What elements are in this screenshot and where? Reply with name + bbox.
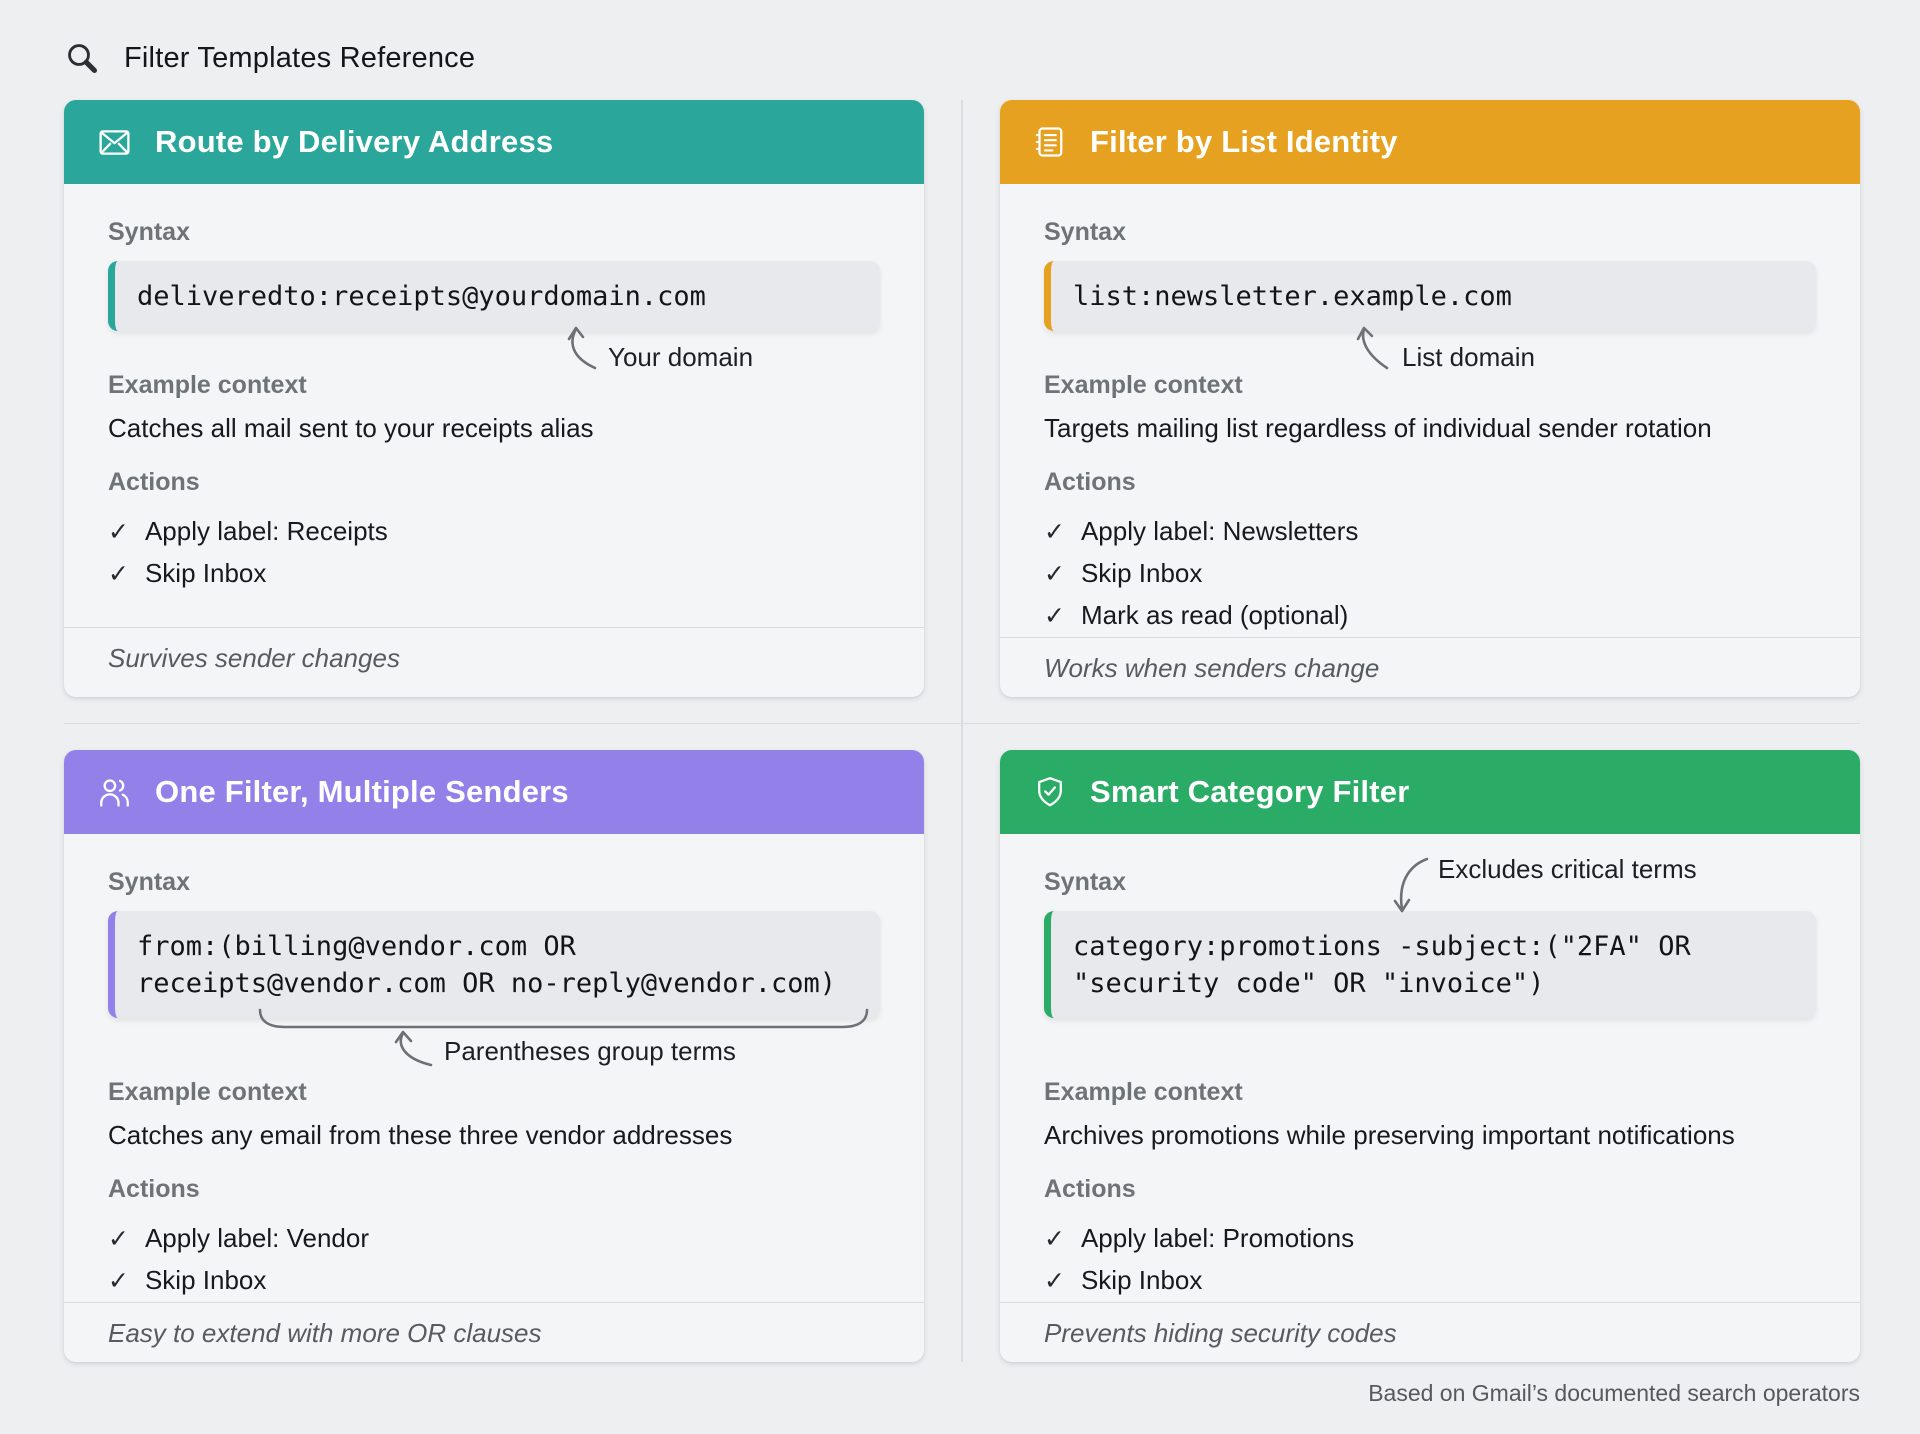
- card-title: One Filter, Multiple Senders: [155, 774, 569, 809]
- check-icon: ✓: [1044, 560, 1065, 588]
- action-item: ✓Apply label: Promotions: [1044, 1218, 1816, 1260]
- card-header: Smart Category Filter: [1000, 750, 1860, 834]
- action-item: ✓Skip Inbox: [108, 553, 880, 595]
- list-icon: [1035, 127, 1063, 157]
- card-smart-category-filter: Smart Category Filter Syntax category:pr…: [1000, 750, 1860, 1362]
- attribution-note: Based on Gmail’s documented search opera…: [1368, 1380, 1860, 1406]
- page-title-row: Filter Templates Reference: [64, 36, 1860, 80]
- action-item: ✓Apply label: Vendor: [108, 1218, 880, 1260]
- card-body: Syntax category:promotions -subject:("2F…: [1000, 834, 1860, 1302]
- card-footer-note: Survives sender changes: [64, 627, 924, 697]
- actions-label: Actions: [108, 468, 200, 496]
- card-header: One Filter, Multiple Senders: [64, 750, 924, 834]
- curved-arrow-icon: [1356, 326, 1389, 370]
- card-route-by-delivery-address: Route by Delivery Address Syntax deliver…: [64, 100, 924, 697]
- card-title: Filter by List Identity: [1090, 124, 1398, 159]
- syntax-label: Syntax: [1044, 868, 1126, 896]
- example-context-text: Catches any email from these three vendo…: [108, 1120, 733, 1150]
- check-icon: ✓: [108, 518, 129, 546]
- syntax-code: from:(billing@vendor.com OR receipts@ven…: [108, 911, 880, 1018]
- vertical-divider: [961, 100, 963, 1362]
- check-icon: ✓: [1044, 1267, 1065, 1295]
- action-item: ✓Apply label: Newsletters: [1044, 511, 1816, 553]
- actions-label: Actions: [1044, 468, 1136, 496]
- card-footer-note: Works when senders change: [1000, 637, 1860, 707]
- check-icon: ✓: [108, 560, 129, 588]
- actions-label: Actions: [1044, 1175, 1136, 1203]
- actions-list: ✓Apply label: Newsletters ✓Skip Inbox ✓M…: [1044, 511, 1816, 637]
- syntax-code: list:newsletter.example.com: [1044, 261, 1816, 331]
- group-bracket-arrow-icon: [258, 1008, 869, 1067]
- example-context-text: Targets mailing list regardless of indiv…: [1044, 413, 1712, 443]
- annotation-list-domain: List domain: [1356, 324, 1535, 372]
- check-icon: ✓: [1044, 1225, 1065, 1253]
- card-header: Filter by List Identity: [1000, 100, 1860, 184]
- annotation-your-domain: Your domain: [560, 324, 753, 372]
- action-item: ✓Skip Inbox: [1044, 553, 1816, 595]
- card-title: Smart Category Filter: [1090, 774, 1410, 809]
- card-body: Syntax list:newsletter.example.com Examp…: [1000, 184, 1860, 637]
- annotation-parentheses-group-terms: Parentheses group terms: [444, 1036, 736, 1066]
- annotation-excludes-critical-terms: Excludes critical terms: [1388, 854, 1697, 916]
- actions-list: ✓Apply label: Promotions ✓Skip Inbox: [1044, 1218, 1816, 1302]
- example-context-label: Example context: [108, 1078, 307, 1106]
- users-icon: [100, 778, 129, 807]
- curved-arrow-icon: [567, 326, 597, 370]
- syntax-code: deliveredto:receipts@yourdomain.com: [108, 261, 880, 331]
- example-context-label: Example context: [108, 371, 307, 399]
- horizontal-divider: [64, 723, 1860, 724]
- curved-arrow-icon: [1393, 857, 1429, 913]
- card-body: Syntax deliveredto:receipts@yourdomain.c…: [64, 184, 924, 627]
- actions-list: ✓Apply label: Receipts ✓Skip Inbox: [108, 511, 880, 595]
- card-header: Route by Delivery Address: [64, 100, 924, 184]
- actions-list: ✓Apply label: Vendor ✓Skip Inbox: [108, 1218, 880, 1302]
- example-context-text: Catches all mail sent to your receipts a…: [108, 413, 594, 443]
- card-footer-note: Prevents hiding security codes: [1000, 1302, 1860, 1372]
- card-title: Route by Delivery Address: [155, 124, 554, 159]
- card-filter-by-list-identity: Filter by List Identity Syntax list:news…: [1000, 100, 1860, 697]
- example-context-text: Archives promotions while preserving imp…: [1044, 1120, 1735, 1150]
- card-one-filter-multiple-senders: One Filter, Multiple Senders Syntax from…: [64, 750, 924, 1362]
- syntax-label: Syntax: [108, 868, 190, 896]
- action-item: ✓Mark as read (optional): [1044, 595, 1816, 637]
- cards-grid: Route by Delivery Address Syntax deliver…: [64, 100, 1860, 1362]
- syntax-label: Syntax: [1044, 218, 1126, 246]
- card-body: Syntax from:(billing@vendor.com OR recei…: [64, 834, 924, 1302]
- card-footer-note: Easy to extend with more OR clauses: [64, 1302, 924, 1372]
- example-context-label: Example context: [1044, 1078, 1243, 1106]
- check-icon: ✓: [108, 1225, 129, 1253]
- action-item: ✓Skip Inbox: [1044, 1260, 1816, 1302]
- actions-label: Actions: [108, 1175, 200, 1203]
- shield-check-icon: [1038, 777, 1062, 807]
- action-item: ✓Apply label: Receipts: [108, 511, 880, 553]
- check-icon: ✓: [1044, 518, 1065, 546]
- check-icon: ✓: [1044, 602, 1065, 630]
- syntax-code: category:promotions -subject:("2FA" OR "…: [1044, 911, 1816, 1018]
- syntax-label: Syntax: [108, 218, 190, 246]
- action-item: ✓Skip Inbox: [108, 1260, 880, 1302]
- envelope-icon: [99, 129, 130, 155]
- check-icon: ✓: [108, 1267, 129, 1295]
- search-icon: [68, 44, 97, 73]
- example-context-label: Example context: [1044, 371, 1243, 399]
- page-title: Filter Templates Reference: [124, 41, 476, 74]
